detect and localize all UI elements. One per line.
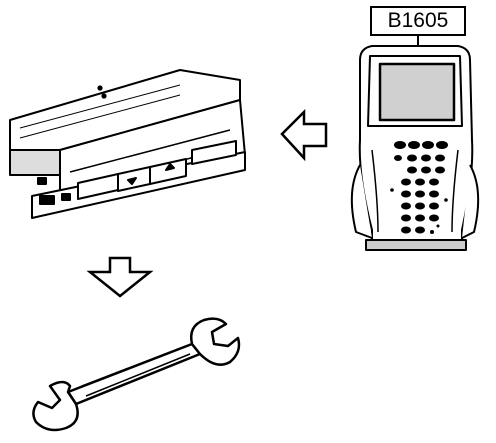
arrow-left-icon [280,108,328,162]
dtc-code-label: B1605 [370,6,466,36]
scan-tool-icon [350,36,480,251]
arrow-down-icon [86,256,154,298]
control-module-icon [9,69,246,219]
wrench-icon [32,317,241,432]
keypad-icon [390,141,448,234]
